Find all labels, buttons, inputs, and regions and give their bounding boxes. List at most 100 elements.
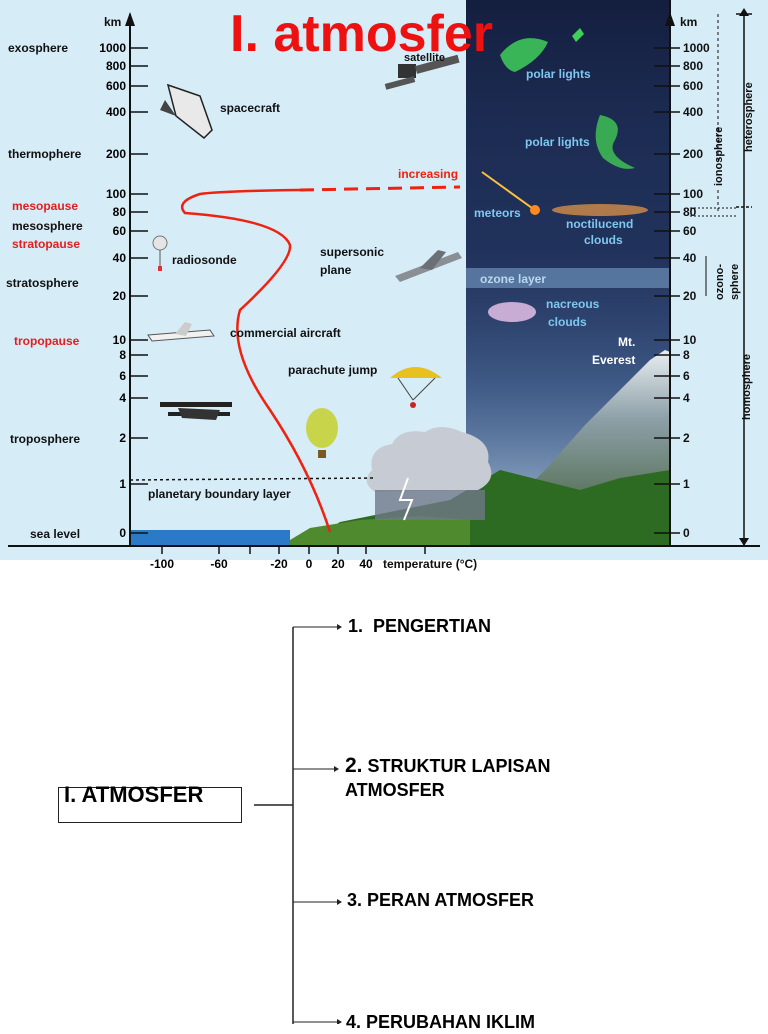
arrow-4-icon	[337, 1019, 342, 1024]
right-tick-label-2: 2	[683, 431, 690, 445]
temp-tick-label-20: 20	[331, 557, 345, 571]
diagram-title: I. atmosfer	[230, 5, 493, 63]
meteor-icon	[530, 205, 540, 215]
right-tick-label-10: 10	[683, 333, 697, 347]
arrow-1-icon	[337, 624, 342, 630]
left-tick-label-0: 0	[119, 526, 126, 540]
ionosphere-label: ionosphere	[713, 127, 725, 186]
ozonosphere-label-2: sphere	[729, 264, 741, 300]
temperature-axis-label: temperature (°C)	[383, 557, 477, 571]
left-tick-label-80: 80	[113, 205, 127, 219]
everest-label-2: Everest	[592, 353, 635, 367]
axis-ticks	[130, 47, 680, 534]
ozone-layer-label: ozone layer	[480, 272, 546, 286]
left-tick-label-60: 60	[113, 224, 127, 238]
ozone-band	[466, 268, 670, 288]
layer-troposphere: troposphere	[10, 432, 80, 446]
hot-air-balloon-icon	[306, 408, 338, 458]
right-tick-label-60: 60	[683, 224, 697, 238]
commercial-aircraft-label: commercial aircraft	[230, 326, 341, 340]
right-tick-label-200: 200	[683, 147, 703, 161]
left-tick-label-100: 100	[106, 187, 126, 201]
layer-mesopause: mesopause	[12, 199, 78, 213]
layer-mesosphere: mesosphere	[12, 219, 83, 233]
outline-item-4-number: 4.	[346, 1012, 362, 1032]
pbl-line	[129, 477, 376, 481]
right-tick-label-0: 0	[683, 526, 690, 540]
right-tick-label-400: 400	[683, 105, 703, 119]
outline-item-2: 2. STRUKTUR LAPISAN ATMOSFER	[345, 754, 605, 802]
right-tick-label-800: 800	[683, 59, 703, 73]
polar-lights-icon-2	[595, 115, 635, 169]
right-tick-label-6: 6	[683, 369, 690, 383]
outline-item-4: 4. PERUBAHAN IKLIM	[346, 1010, 535, 1034]
radiosonde-label: radiosonde	[172, 253, 237, 267]
left-tick-label-1000: 1000	[99, 41, 126, 55]
ozonosphere-label-1: ozono-	[714, 264, 726, 300]
sphere-arrow-bottom	[739, 538, 749, 546]
outline-item-2-label: STRUKTUR LAPISAN ATMOSFER	[345, 756, 551, 800]
radiosonde-icon	[152, 235, 168, 271]
heterosphere-label: heterosphere	[743, 82, 755, 152]
left-tick-label-40: 40	[113, 251, 127, 265]
temperature-curve	[180, 188, 332, 533]
left-tick-label-4: 4	[119, 391, 126, 405]
polar-lights-label-1: polar lights	[526, 67, 591, 81]
outline-section: I. ATMOSFER 1. PENGERTIAN 2. STRUKTUR LA…	[0, 576, 768, 1032]
right-tick-label-100: 100	[683, 187, 703, 201]
outline-item-3-label: PERAN ATMOSFER	[367, 890, 535, 910]
temp-tick-label--20: -20	[270, 557, 288, 571]
temp-tick-label-0: 0	[306, 557, 313, 571]
left-tick-label-400: 400	[106, 105, 126, 119]
outline-item-3: 3. PERAN ATMOSFER	[347, 888, 534, 912]
supersonic-plane-icon	[395, 250, 462, 282]
temp-tick-label-40: 40	[359, 557, 373, 571]
foreground-hills-icon	[280, 516, 470, 546]
layer-stratopause: stratopause	[12, 237, 80, 251]
left-tick-label-800: 800	[106, 59, 126, 73]
right-tick-label-40: 40	[683, 251, 697, 265]
parachute-icon	[390, 367, 442, 408]
layer-tropopause: tropopause	[14, 334, 80, 348]
nacreous-label-2: clouds	[548, 315, 587, 329]
storm-rain	[375, 490, 485, 520]
commercial-aircraft-icon	[147, 322, 215, 342]
arrow-2-icon	[334, 766, 339, 772]
layer-thermophere: thermophere	[8, 147, 82, 161]
storm-cloud-icon	[366, 427, 492, 492]
temp-tick-label--100: -100	[150, 557, 174, 571]
spacecraft-label: spacecraft	[220, 101, 280, 115]
sea-icon	[130, 530, 290, 546]
arrow-3-icon	[337, 899, 342, 905]
spacecraft-icon	[160, 83, 213, 140]
right-tick-label-1000: 1000	[683, 41, 710, 55]
right-axis-unit: km	[680, 15, 697, 29]
main-topic-box	[58, 787, 242, 823]
satellite-icon	[384, 54, 460, 90]
layer-exosphere: exosphere	[8, 41, 68, 55]
right-tick-label-600: 600	[683, 79, 703, 93]
outline-connectors	[254, 624, 342, 1024]
increasing-label: increasing	[398, 167, 458, 181]
left-tick-label-600: 600	[106, 79, 126, 93]
supersonic-label-1: supersonic	[320, 245, 384, 259]
outline-item-4-label: PERUBAHAN IKLIM	[366, 1012, 536, 1032]
supersonic-label-2: plane	[320, 263, 352, 277]
polar-lights-small-icon	[572, 28, 584, 42]
left-tick-label-1: 1	[119, 477, 126, 491]
main-topic-label: I. ATMOSFER	[64, 782, 204, 807]
pbl-label: planetary boundary layer	[148, 487, 291, 501]
left-tick-label-2: 2	[119, 431, 126, 445]
polar-lights-icon	[500, 38, 548, 72]
left-tick-label-10: 10	[113, 333, 127, 347]
nacreous-label-1: nacreous	[546, 297, 600, 311]
right-tick-label-8: 8	[683, 348, 690, 362]
satellite-label: satellite	[404, 52, 445, 64]
polar-lights-label-2: polar lights	[525, 135, 590, 149]
meteors-label: meteors	[474, 206, 521, 220]
right-tick-label-20: 20	[683, 289, 697, 303]
lightning-icon	[398, 477, 414, 521]
